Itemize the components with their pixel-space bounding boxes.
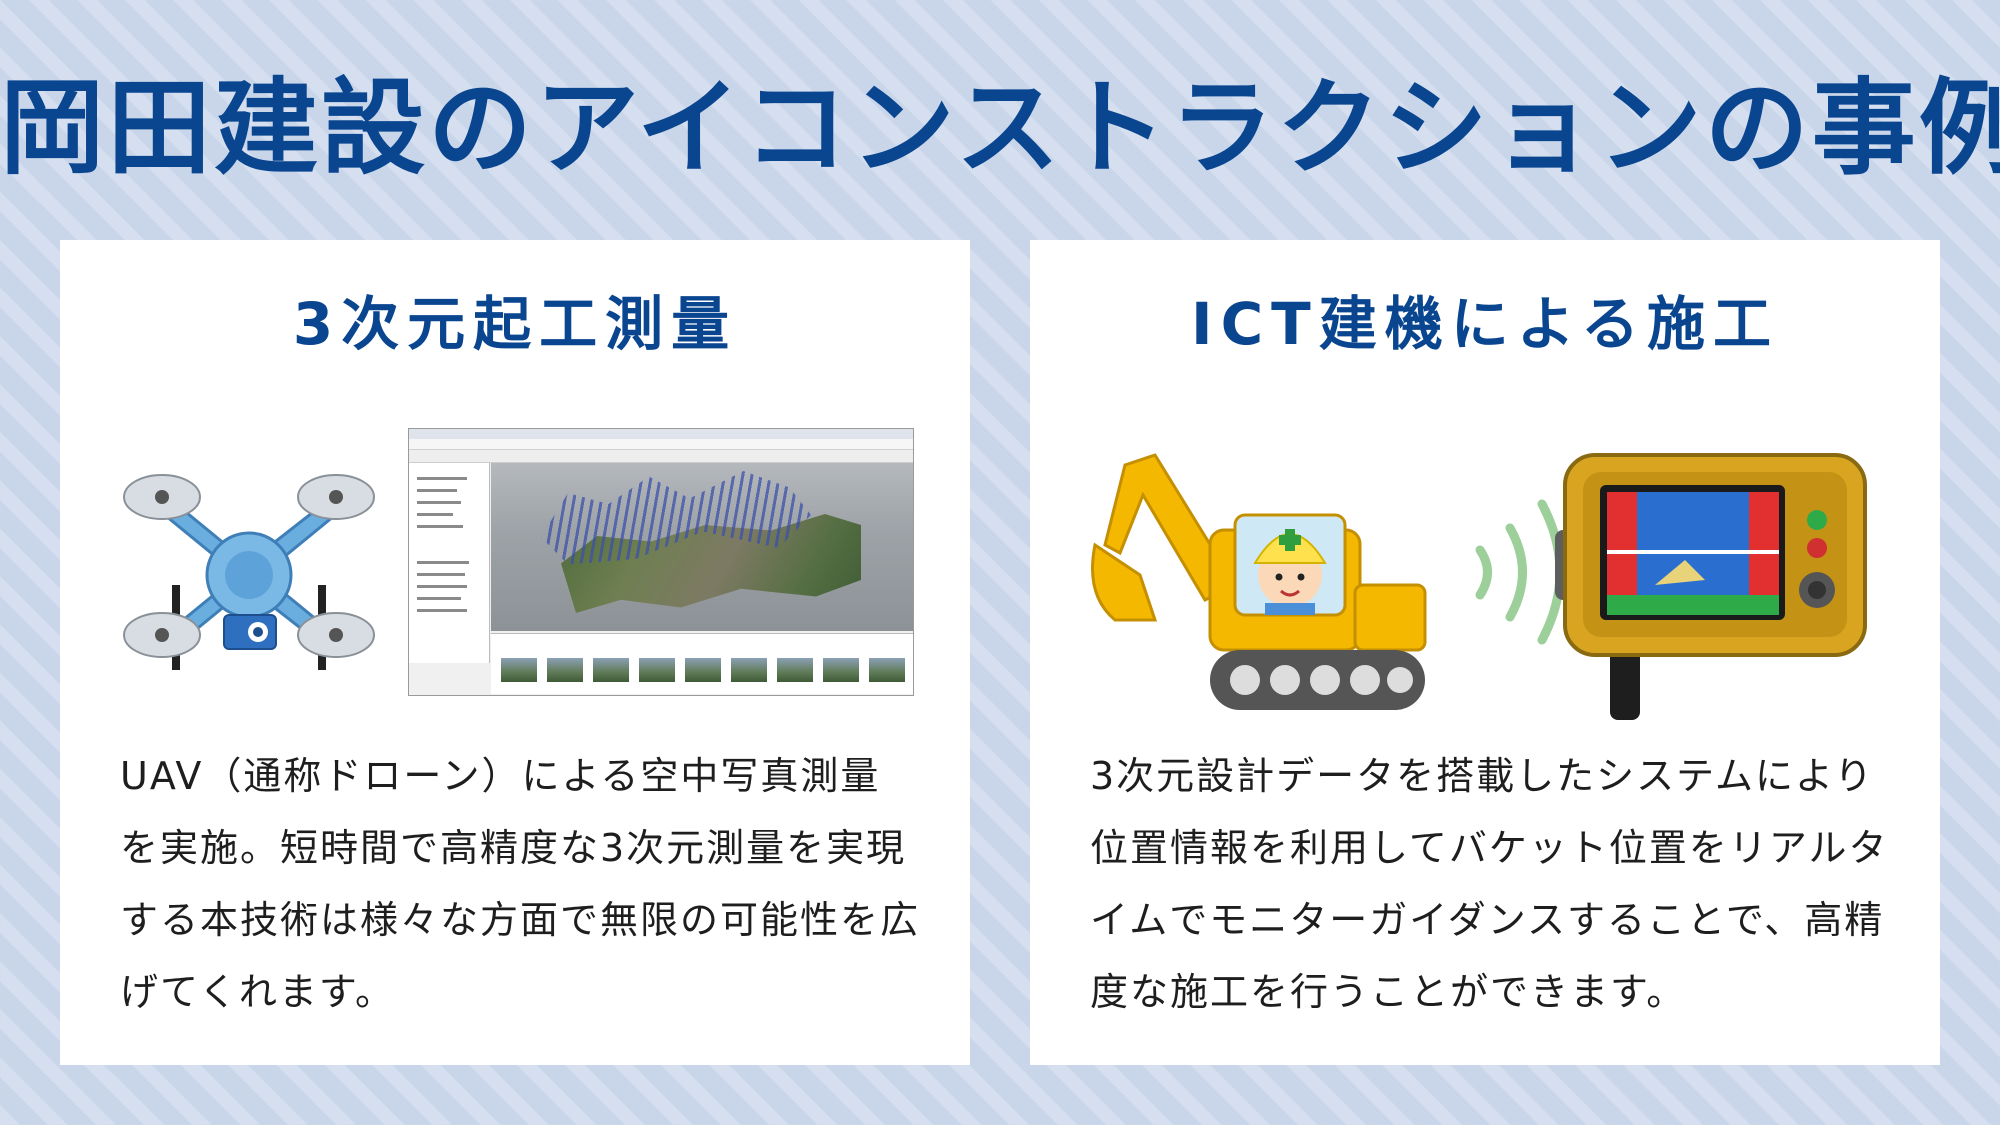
software-menubar [409,439,913,450]
left-card: 3次元起工測量 [60,240,970,1065]
photogrammetry-software-screenshot [408,428,914,696]
software-side-panel [409,463,490,663]
point-cloud-view [491,463,913,631]
control-monitor-icon [1555,453,1867,720]
photo-thumbnail-strip [491,633,913,694]
drone-icon [123,474,375,670]
page-title: 岡田建設のアイコンストラクションの事例 [0,67,2000,189]
right-card: ICT建機による施工 [1030,240,1940,1065]
left-card-heading: 3次元起工測量 [292,290,738,358]
excavator-icon [1091,453,1427,710]
software-titlebar [409,429,913,439]
right-card-body: 3次元設計データを搭載したシステムにより位置情報を利用してバケット位置をリアルタ… [1090,754,1889,1014]
software-toolbar [409,450,913,463]
left-card-body: UAV（通称ドローン）による空中写真測量を実施。短時間で高精度な3次元測量を実現… [120,754,921,1014]
right-card-heading: ICT建機による施工 [1191,290,1779,358]
